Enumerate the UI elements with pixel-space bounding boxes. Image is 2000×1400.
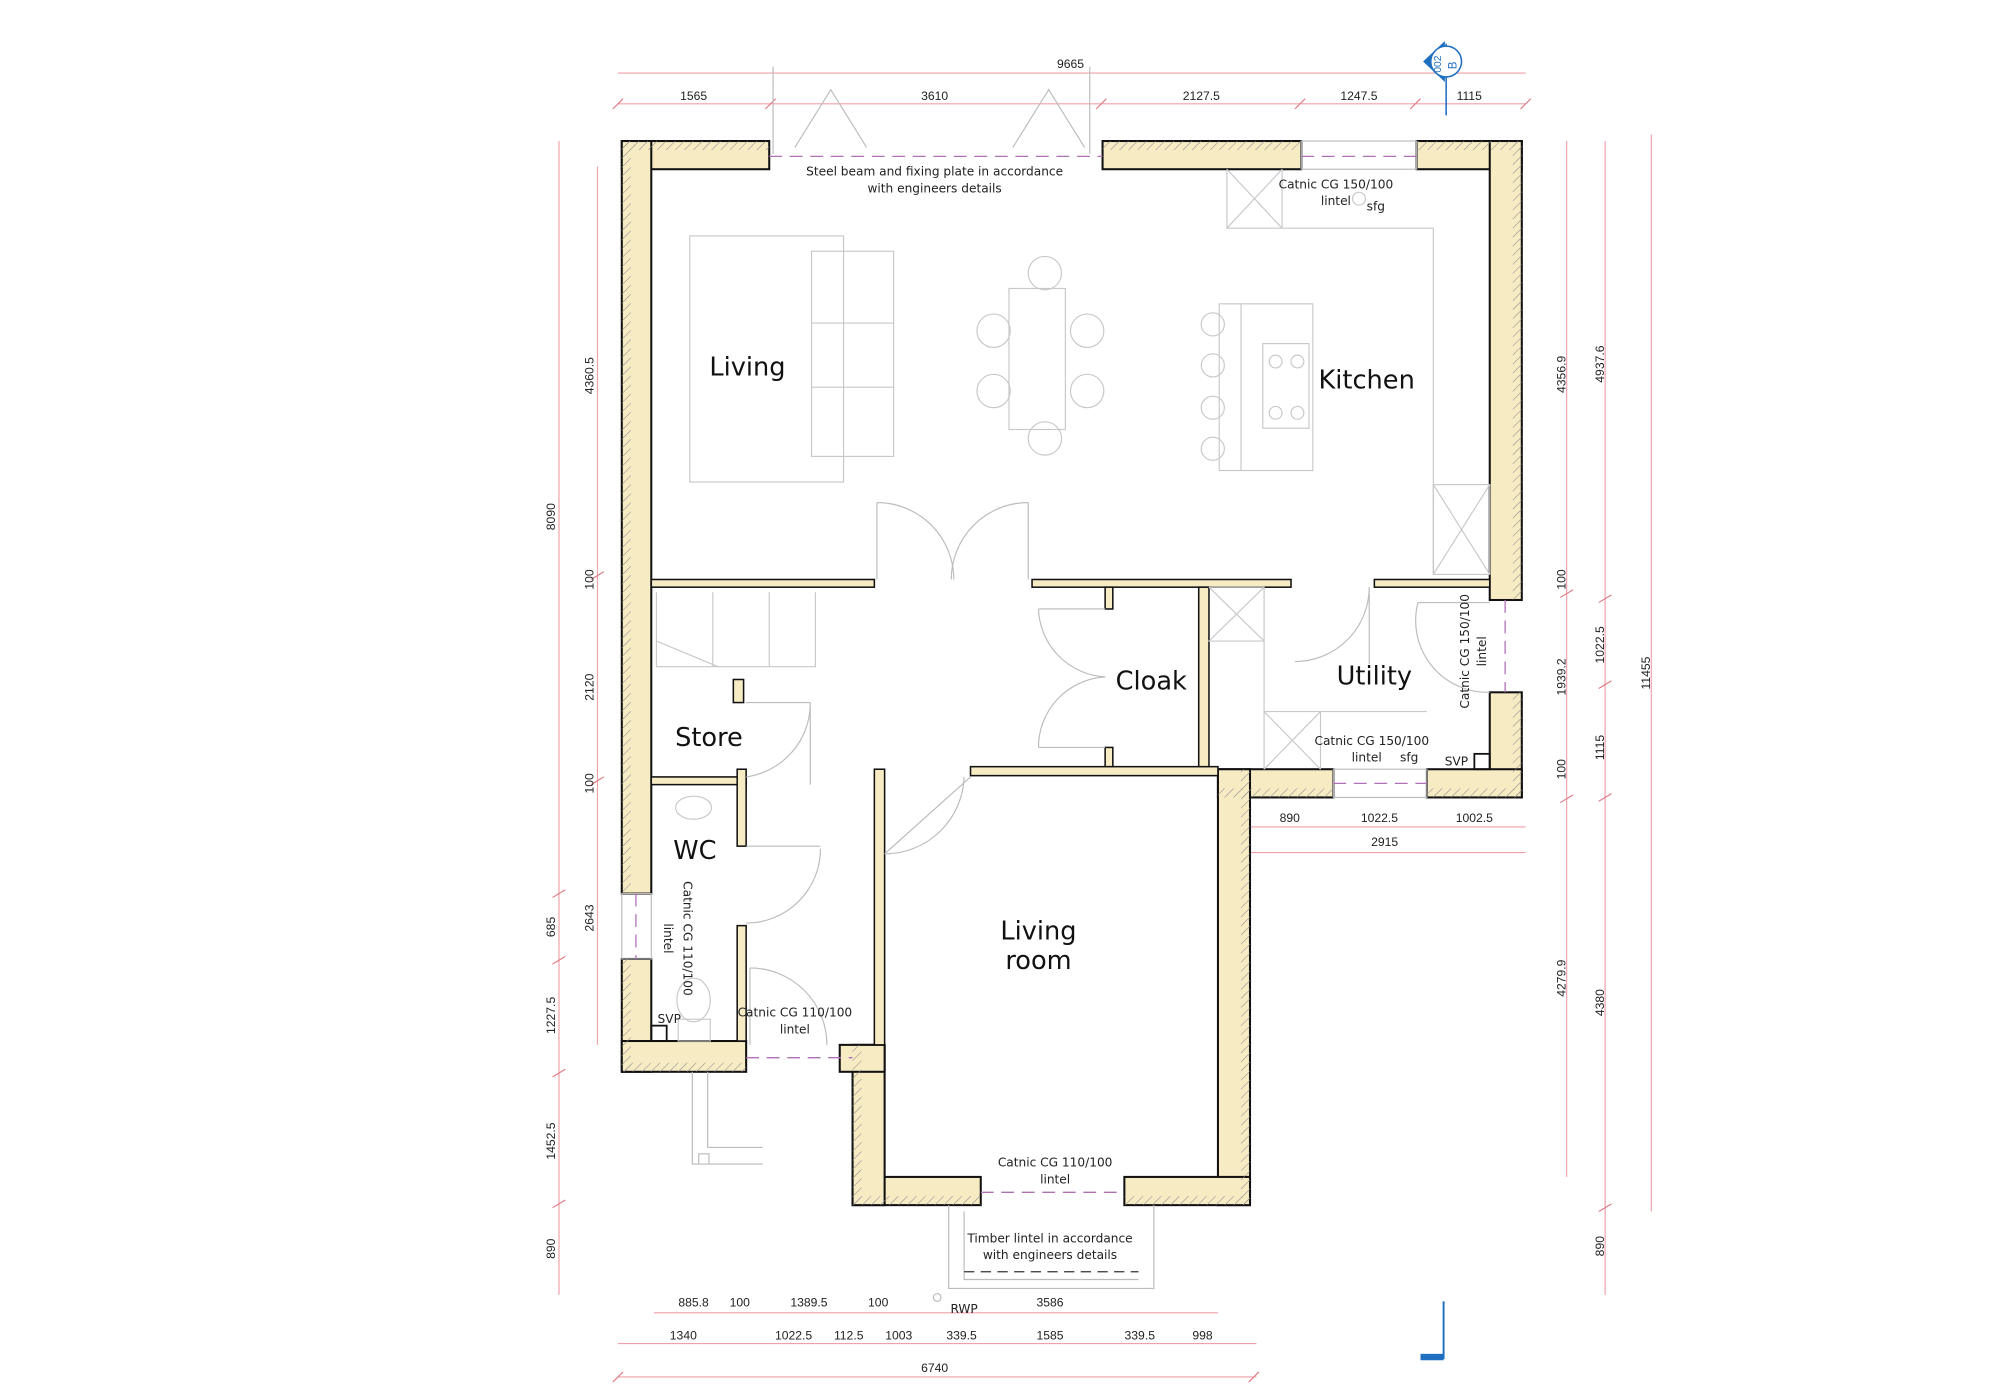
utility-svp-label: SVP <box>1445 754 1468 768</box>
room-label-cloak: Cloak <box>1116 667 1187 697</box>
dim-bottom-row2: 1340 <box>670 1329 697 1343</box>
dim-bottom-overall: 6740 <box>921 1361 948 1375</box>
room-label-utility: Utility <box>1337 662 1412 692</box>
dim-right-mid: 890 <box>1593 1236 1607 1257</box>
dim-left-inner: 100 <box>583 773 597 794</box>
dim-bottom-row1: 100 <box>730 1295 751 1309</box>
dim-utility-bottom: 1022.5 <box>1361 811 1398 825</box>
utility-side-lintel-note-line2: lintel <box>1475 636 1489 666</box>
steel-beam-note-line1: Steel beam and fixing plate in accordanc… <box>806 165 1063 179</box>
timber-lintel-note-line2: with engineers details <box>983 1248 1117 1262</box>
doors-and-windows <box>621 66 1506 1302</box>
dim-top: 1247.5 <box>1340 89 1377 103</box>
section-marker: 002 B <box>1420 41 1463 1361</box>
utility-side-lintel-note-line1: Catnic CG 150/100 <box>1458 594 1472 709</box>
utility-lintel-note-line1: Catnic CG 150/100 <box>1314 734 1429 748</box>
room-label-store: Store <box>675 723 743 753</box>
kitchen-sfg-note: sfg <box>1367 199 1385 213</box>
room-label-wc: WC <box>673 836 716 866</box>
dim-bottom-row1: 885.8 <box>678 1295 709 1309</box>
dim-left-inner: 100 <box>583 569 597 590</box>
dim-right-overall: 11455 <box>1639 656 1653 689</box>
bay-lintel-note-line2: lintel <box>1040 1172 1070 1186</box>
dim-right-inner: 100 <box>1554 569 1568 590</box>
dim-bottom-row2: 339.5 <box>1125 1329 1156 1343</box>
dim-right-inner: 4356.9 <box>1554 356 1568 393</box>
kitchen-lintel-note-line1: Catnic CG 150/100 <box>1279 177 1394 191</box>
dim-bottom-row2: 1022.5 <box>775 1329 812 1343</box>
dim-top: 1115 <box>1457 89 1482 103</box>
dim-left-inner: 4360.5 <box>583 357 597 394</box>
annotations: Steel beam and fixing plate in accordanc… <box>658 165 1489 1316</box>
dim-bottom-row2: 1003 <box>885 1329 912 1343</box>
steel-beam-note-line2: with engineers details <box>867 181 1001 195</box>
dim-right-inner: 1939.2 <box>1554 658 1568 695</box>
room-label-kitchen: Kitchen <box>1319 365 1415 395</box>
dim-left-outer: 8090 <box>544 503 558 530</box>
dim-utility-bottom: 1002.5 <box>1456 811 1493 825</box>
dim-bottom-row1: 1389.5 <box>790 1295 827 1309</box>
dim-left-inner: 2120 <box>583 673 597 700</box>
room-label-living: Living <box>709 353 785 383</box>
dim-utility-bottom: 890 <box>1280 811 1301 825</box>
dim-left-outer: 1227.5 <box>544 997 558 1034</box>
wc-svp-label: SVP <box>658 1012 681 1026</box>
dim-top-overall: 9665 <box>1057 57 1084 71</box>
dim-left-inner: 2643 <box>583 904 597 931</box>
dim-bottom-row2: 339.5 <box>946 1329 977 1343</box>
rwp-label: RWP <box>950 1302 977 1316</box>
dim-left-outer: 890 <box>544 1238 558 1259</box>
section-letter: B <box>1447 61 1459 69</box>
dim-right-inner: 100 <box>1554 759 1568 780</box>
dim-right-mid: 1022.5 <box>1593 626 1607 663</box>
bay-lintel-note-line1: Catnic CG 110/100 <box>998 1156 1113 1170</box>
dim-top: 2127.5 <box>1183 89 1220 103</box>
utility-sfg-note: sfg <box>1400 751 1418 765</box>
dim-right-inner: 4279.9 <box>1554 959 1568 996</box>
timber-lintel-note-line1: Timber lintel in accordance <box>966 1231 1132 1245</box>
dim-bottom-row2: 1585 <box>1036 1329 1063 1343</box>
utility-lintel-note-line2: lintel <box>1352 751 1382 765</box>
room-label-living-room-line2: room <box>1005 946 1071 976</box>
dimension-labels: 9665 1565 3610 2127.5 1247.5 1115 8090 6… <box>544 57 1653 1375</box>
dimension-lines <box>552 72 1652 1383</box>
dim-right-mid: 4937.6 <box>1593 345 1607 382</box>
dim-right-mid: 4380 <box>1593 989 1607 1016</box>
dim-bottom-row2: 998 <box>1192 1329 1213 1343</box>
external-walls <box>620 140 1523 1207</box>
dim-top: 3610 <box>921 89 948 103</box>
kitchen-lintel-note-line2: lintel <box>1321 194 1351 208</box>
dim-utility-total: 2915 <box>1371 835 1398 849</box>
wc-window-lintel-note-line2: lintel <box>661 923 675 953</box>
dim-left-outer: 685 <box>544 917 558 938</box>
front-door-lintel-note-line1: Catnic CG 110/100 <box>738 1006 853 1020</box>
dim-bottom-row1: 3586 <box>1036 1295 1063 1309</box>
room-labels: Living Kitchen Cloak Utility Store WC Li… <box>673 353 1415 977</box>
section-number: 002 <box>1433 55 1444 72</box>
dim-bottom-row2: 112.5 <box>834 1329 864 1343</box>
wc-window-lintel-note-line1: Catnic CG 110/100 <box>680 881 694 996</box>
front-door-lintel-note-line2: lintel <box>780 1022 810 1036</box>
dim-bottom-row1: 100 <box>868 1295 889 1309</box>
dim-left-outer: 1452.5 <box>544 1122 558 1159</box>
internal-walls <box>650 578 1491 1046</box>
dim-top: 1565 <box>680 89 707 103</box>
dim-right-mid: 1115 <box>1593 735 1607 760</box>
furniture <box>650 168 1491 1042</box>
room-label-living-room-line1: Living <box>1000 917 1076 947</box>
